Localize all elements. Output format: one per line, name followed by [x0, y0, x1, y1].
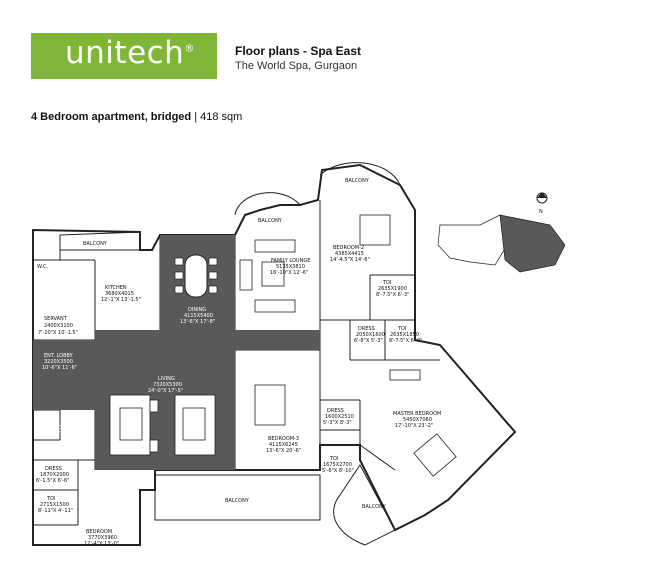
- bedroom3-ft: 13'-6"X 20'-6": [266, 448, 301, 454]
- dress-b4-name: DRESS: [45, 466, 62, 472]
- toi-mid-mm: 2635X1850: [390, 332, 419, 338]
- brand-name: unitech®: [65, 35, 195, 71]
- wc-label: W.C.: [37, 264, 48, 270]
- ent-lobby-ft: 10'-6"X 11'-6": [42, 365, 77, 371]
- bedroom3-name: BEDROOM-3: [268, 436, 299, 442]
- plan-heading: 4 Bedroom apartment, bridged | 418 sqm: [31, 111, 242, 123]
- balcony-left-label: BALCONY: [83, 241, 108, 247]
- toi-top-name: TOI: [382, 280, 391, 286]
- toi-b3-mm: 1675X2700: [323, 462, 352, 468]
- ent-lobby-mm: 3220X3500: [44, 359, 73, 365]
- dress-mid-mm: 2050X1600: [356, 332, 385, 338]
- pwd-name: PWD: [47, 419, 59, 425]
- bedroom2-mm: 4385X4415: [335, 251, 364, 257]
- kitchen-ft: 12'-1"X 13'-1.5": [101, 297, 141, 303]
- page-subtitle: The World Spa, Gurgaon: [235, 60, 358, 72]
- dress-b3-ft: 5'-3"X 8'-3": [323, 420, 352, 426]
- servant-name: SERVANT: [44, 316, 68, 322]
- dress-b4-mm: 1870X2000: [40, 472, 69, 478]
- dress-b3-mm: 1600X2510: [325, 414, 354, 420]
- bedroom4-ft: 12'-4"X 13'-0": [84, 541, 119, 547]
- bedroom3-mm: 4115X6245: [269, 442, 298, 448]
- pwd-mm: 1115X1830: [43, 425, 72, 431]
- servant-ft: 7'-10"X 10'-1.5": [38, 330, 78, 336]
- balcony-bottom-label: BALCONY: [225, 498, 250, 504]
- toi-b3-name: TOI: [329, 456, 338, 462]
- compass-icon: N: [536, 192, 548, 215]
- toi-b3-ft: 5'-6"X 8'-10": [322, 468, 354, 474]
- dining-name: DINING: [188, 307, 206, 313]
- bedroom4-mm: 3770X3960: [88, 535, 117, 541]
- living-mm: 7320X5300: [153, 382, 182, 388]
- compass-label: N: [539, 209, 543, 215]
- master-mm: 5450X7060: [403, 417, 432, 423]
- toi-b4-mm: 2715X1500: [40, 502, 69, 508]
- toi-mid-name: TOI: [397, 326, 406, 332]
- balcony-small-label: BALCONY: [258, 218, 283, 224]
- dress-mid-name: DRESS: [358, 326, 375, 332]
- dress-mid-ft: 6'-8"X 5'-3": [354, 338, 383, 344]
- key-plan: [437, 214, 566, 273]
- toi-b4-ft: 8'-11"X 4'-11": [38, 508, 73, 514]
- dining-ft: 13'-6"X 17'-8": [180, 319, 215, 325]
- dress-b3-name: DRESS: [327, 408, 344, 414]
- living-name: LIVING: [158, 376, 175, 382]
- toi-top-ft: 8'-7.5"X 6'-3": [376, 292, 409, 298]
- living-ft: 24'-0"X 17'-5": [148, 388, 183, 394]
- bedroom2-name: BEDROOM-2: [333, 245, 364, 251]
- heading-separator: |: [191, 111, 201, 123]
- toi-mid-ft: 8'-7.5"X 6'-0": [389, 338, 422, 344]
- family-ft: 16'-10"X 12'-6": [270, 270, 308, 276]
- kitchen-name: KITCHEN: [105, 285, 127, 291]
- family-mm: 5135X3810: [276, 264, 305, 270]
- bedroom2-ft: 14'-4.5"X 14'-6": [330, 257, 370, 263]
- page-title: Floor plans - Spa East: [235, 44, 362, 58]
- master-name: MASTER BEDROOM: [393, 411, 441, 417]
- ent-lobby-name: ENT. LOBBY: [44, 353, 74, 359]
- unitech-logo: unitech®: [31, 33, 217, 79]
- balcony-master-label: BALCONY: [362, 504, 387, 510]
- dress-b4-ft: 6'-1.5"X 6'-6": [36, 478, 69, 484]
- master-ft: 17'-10"X 23'-2": [395, 423, 433, 429]
- dining-mm: 4115X5400: [184, 313, 213, 319]
- balcony-top-label: BALCONY: [345, 178, 370, 184]
- kitchen-mm: 3680X4015: [105, 291, 134, 297]
- pwd-ft: 3'-8"X 6'-0": [39, 431, 68, 437]
- toi-top-mm: 2635X1900: [378, 286, 407, 292]
- plan-area: 418 sqm: [200, 111, 243, 123]
- toi-b4-name: TOI: [46, 496, 55, 502]
- plan-type: 4 Bedroom apartment, bridged: [31, 111, 192, 123]
- family-name: FAMILY LOUNGE: [271, 258, 310, 264]
- bedroom4-name: BEDROOM: [86, 529, 112, 535]
- servant-mm: 2400X3100: [44, 323, 73, 329]
